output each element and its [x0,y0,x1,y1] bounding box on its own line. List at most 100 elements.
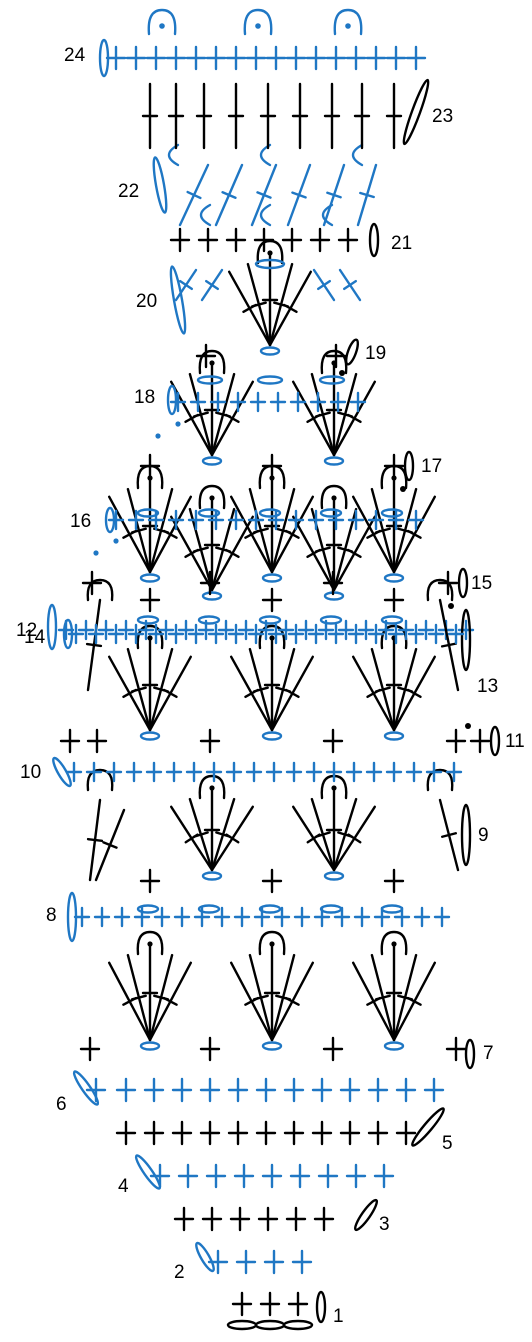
double-crochet-symbol [392,953,418,1042]
single-crochet-symbol [322,570,344,596]
double-crochet-symbol [229,655,274,732]
double-crochet-symbol [141,478,159,574]
single-crochet-symbol [353,906,371,928]
single-crochet-symbol [86,728,108,754]
single-crochet-symbol [297,619,315,641]
single-crochet-symbol [199,1077,221,1103]
double-crochet-symbol [86,798,104,882]
turning-chain-symbol [353,1198,379,1232]
single-crochet-symbol [245,45,267,71]
single-crochet-symbol [333,906,351,928]
single-crochet-symbol [145,761,163,783]
single-crochet-symbol [347,623,365,645]
picot-symbol [86,768,114,792]
picot-symbol [198,774,226,800]
single-crochet-symbol [199,570,221,596]
slip-stitch-dot [209,360,215,366]
double-crochet-symbol [248,487,274,574]
double-crochet-symbol [286,163,312,227]
chain-symbol [254,1319,286,1331]
round-number-label: 11 [505,731,525,752]
slip-stitch-dot [255,23,261,29]
single-crochet-symbol [207,509,225,531]
double-crochet-symbol [332,805,376,872]
double-crochet-symbol [250,163,278,227]
double-crochet-symbol [370,487,396,574]
single-crochet-symbol [167,509,185,531]
single-crochet-symbol [365,761,383,783]
slip-stitch-dot [155,433,161,439]
single-crochet-symbol [263,1249,285,1275]
single-crochet-symbol [445,728,467,754]
single-crochet-symbol [173,1206,195,1232]
single-crochet-symbol [437,570,459,596]
single-crochet-symbol [285,45,307,71]
single-crochet-symbol [153,906,171,928]
double-crochet-symbol [227,270,272,347]
chain-symbol [319,904,343,914]
single-crochet-symbol [283,1120,305,1146]
double-crochet-symbol [141,638,159,732]
single-crochet-symbol [205,761,223,783]
single-crochet-symbol [307,623,325,645]
single-crochet-symbol [265,761,283,783]
double-crochet-symbol [325,788,343,872]
round-number-label: 13 [477,676,498,697]
double-crochet-symbol [126,953,152,1042]
single-crochet-symbol [305,761,323,783]
chain-symbol [197,508,221,518]
single-crochet-symbol [289,391,307,413]
single-crochet-symbol [339,1077,361,1103]
round-number-label: 4 [118,1176,129,1197]
double-crochet-symbol [169,805,214,872]
single-crochet-symbol [385,761,403,783]
single-crochet-symbol [427,623,445,645]
slip-stitch-dot [465,723,471,729]
picot-symbol [243,8,273,36]
round-number-label: 24 [64,45,86,66]
chain-symbol [197,615,221,625]
single-crochet-symbol [387,623,405,645]
double-crochet-symbol [356,163,378,227]
chain-symbol [139,731,161,741]
single-crochet-symbol [305,45,327,71]
single-crochet-symbol [317,1163,339,1189]
single-crochet-symbol [367,1120,389,1146]
turning-chain-symbol [403,450,415,482]
round-number-label: 16 [70,511,91,532]
single-crochet-symbol [213,906,231,928]
single-crochet-symbol [65,761,83,783]
single-crochet-symbol [81,570,103,596]
single-crochet-symbol [349,391,367,413]
single-crochet-symbol [247,623,265,645]
picot-symbol [351,143,364,167]
double-crochet-symbol [322,163,346,227]
double-crochet-symbol [214,163,244,227]
single-crochet-symbol [425,761,443,783]
chain-symbol [318,375,346,385]
slip-stitch-dot [400,486,406,492]
single-crochet-symbol [405,45,427,71]
single-crochet-symbol [277,619,295,641]
single-crochet-symbol [231,1291,253,1317]
picot-symbol [258,930,286,956]
double-crochet-symbol [323,82,341,150]
double-crochet-symbol [94,808,126,882]
double-crochet-symbol [107,961,152,1042]
round-number-label: 17 [421,456,442,477]
single-crochet-symbol [325,343,347,369]
double-crochet-symbol [167,82,185,150]
single-crochet-symbol [261,587,283,613]
single-crochet-symbol [225,45,247,71]
single-crochet-symbol [105,761,123,783]
slip-stitch-dot [269,941,275,947]
single-crochet-symbol [367,623,385,645]
single-crochet-symbol [127,623,145,645]
double-crochet-symbol [188,797,214,872]
single-crochet-symbol [423,1077,445,1103]
round-number-label: 7 [483,1043,494,1064]
double-crochet-symbol [178,163,210,227]
single-crochet-symbol [397,619,415,641]
turning-chain-symbol [315,1290,327,1324]
double-crochet-symbol [126,487,152,574]
